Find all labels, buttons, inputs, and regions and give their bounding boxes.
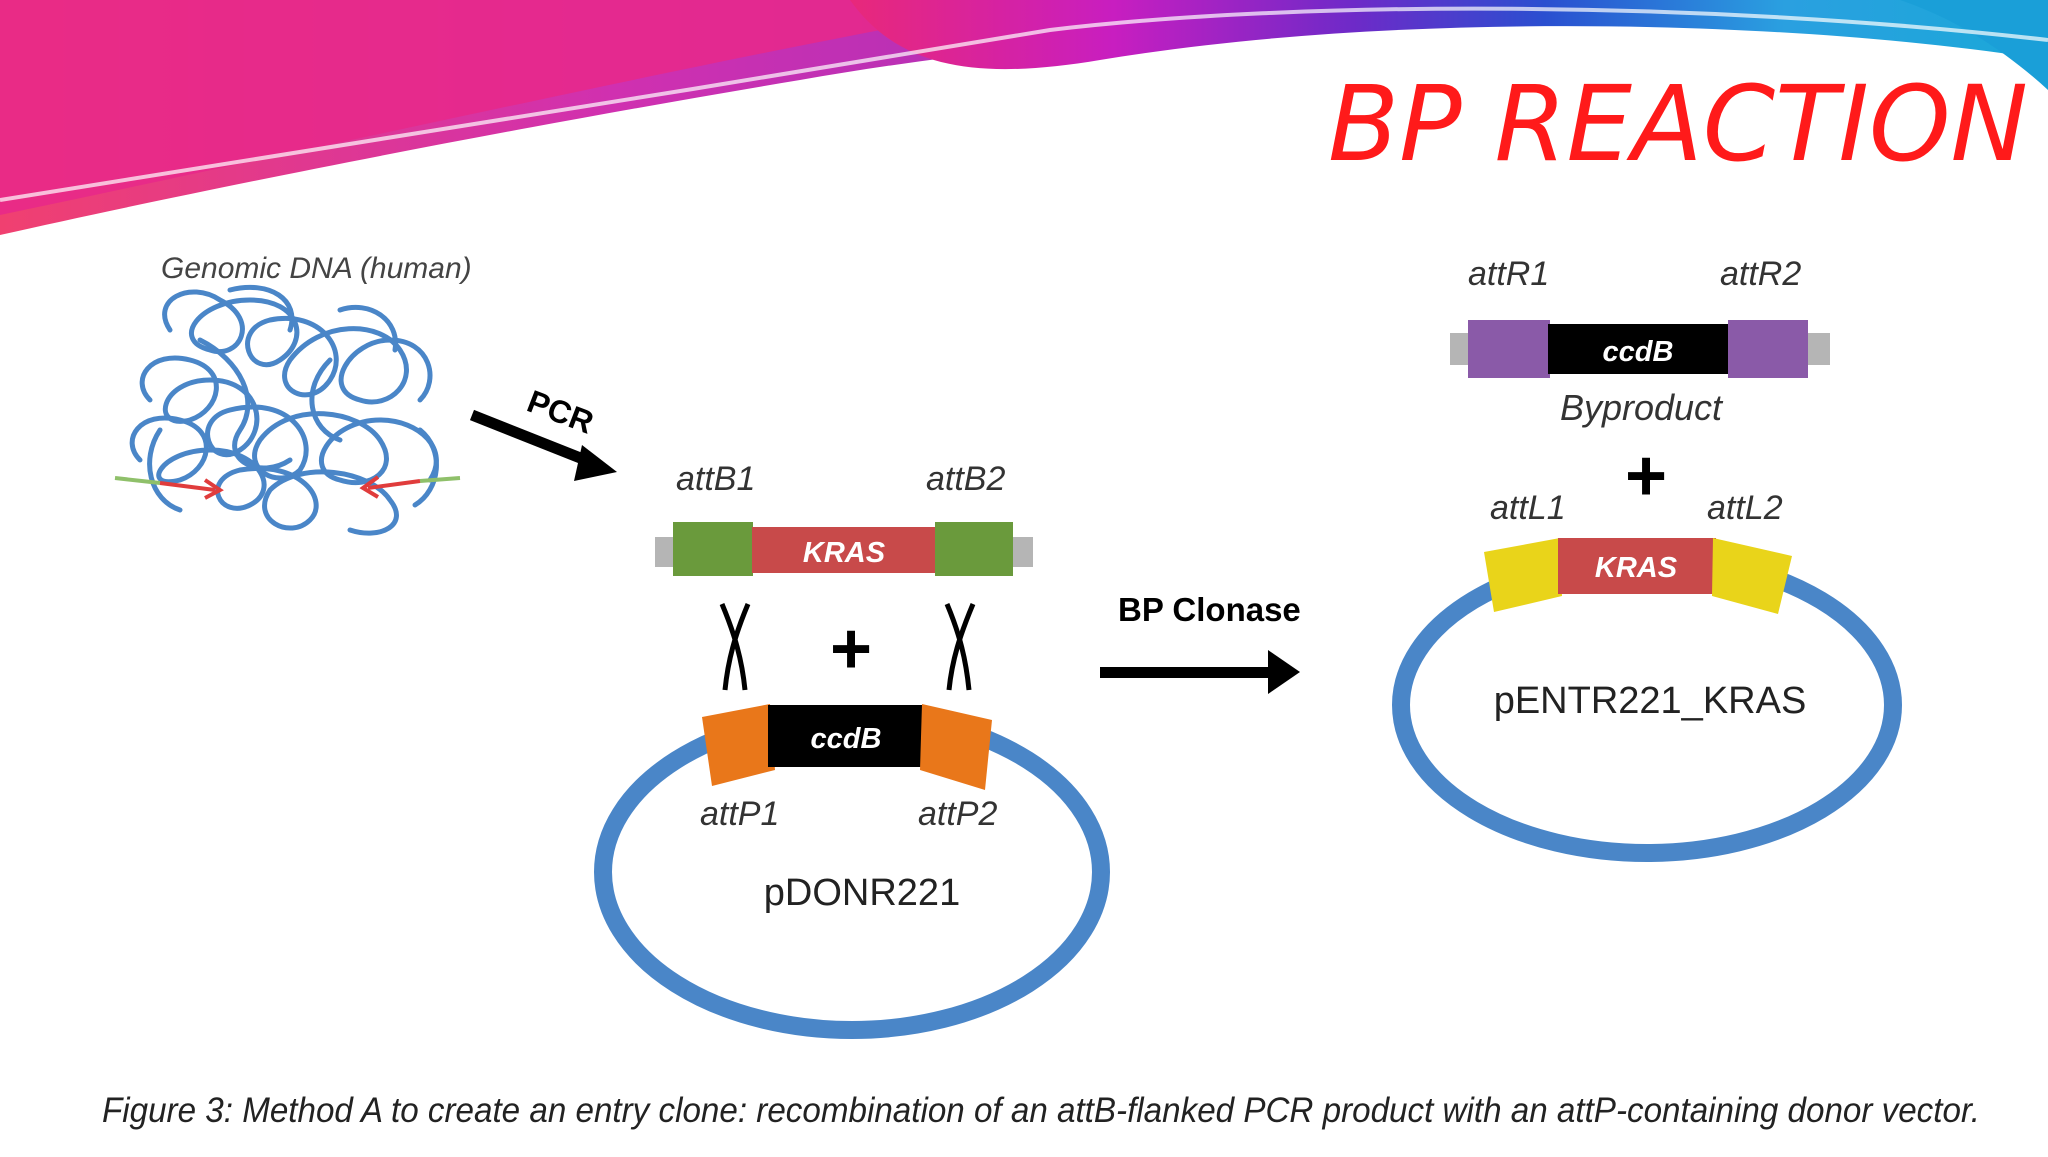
attr1-label: attR1 xyxy=(1468,255,1549,293)
attp1-label: attP1 xyxy=(700,795,779,833)
pcr-arrow xyxy=(469,409,617,481)
attr2-label: attR2 xyxy=(1720,255,1801,293)
kras-entry-label: KRAS xyxy=(1595,552,1678,584)
pcr-label: PCR xyxy=(522,383,598,441)
header-banner xyxy=(0,0,2048,235)
genomic-dna-tangle xyxy=(129,284,439,536)
ccdb-donor-label: ccdB xyxy=(811,723,882,755)
donor-ccdb-cassette xyxy=(702,704,992,790)
attb1-label: attB1 xyxy=(676,460,755,498)
crossover-right xyxy=(944,603,976,691)
attb-pcr-product xyxy=(655,522,1033,576)
byproduct-label: Byproduct xyxy=(1560,387,1724,428)
figure-caption: Figure 3: Method A to create an entry cl… xyxy=(102,1091,1980,1130)
attb2-label: attB2 xyxy=(926,460,1005,498)
plus-sign-entry: + xyxy=(1625,436,1667,516)
genomic-dna-label: Genomic DNA (human) xyxy=(161,252,472,285)
byproduct-cassette xyxy=(1450,320,1830,378)
ccdb-byproduct-label: ccdB xyxy=(1603,336,1674,368)
primer-left xyxy=(114,476,224,500)
bp-clonase-label: BP Clonase xyxy=(1118,591,1301,628)
attl1-label: attL1 xyxy=(1490,489,1566,527)
entry-plasmid-name: pENTR221_KRAS xyxy=(1494,680,1807,722)
donor-plasmid-name: pDONR221 xyxy=(764,872,960,914)
crossover-left xyxy=(719,603,751,691)
primer-right xyxy=(359,475,461,499)
slide-title: BP REACTION xyxy=(1328,63,2028,185)
kras-insert-label: KRAS xyxy=(803,537,886,569)
attl2-label: attL2 xyxy=(1707,489,1783,527)
entry-kras-cassette xyxy=(1484,538,1792,614)
plus-sign-donor: + xyxy=(830,609,872,689)
attp2-label: attP2 xyxy=(918,795,997,833)
bp-clonase-arrow xyxy=(1100,650,1300,694)
